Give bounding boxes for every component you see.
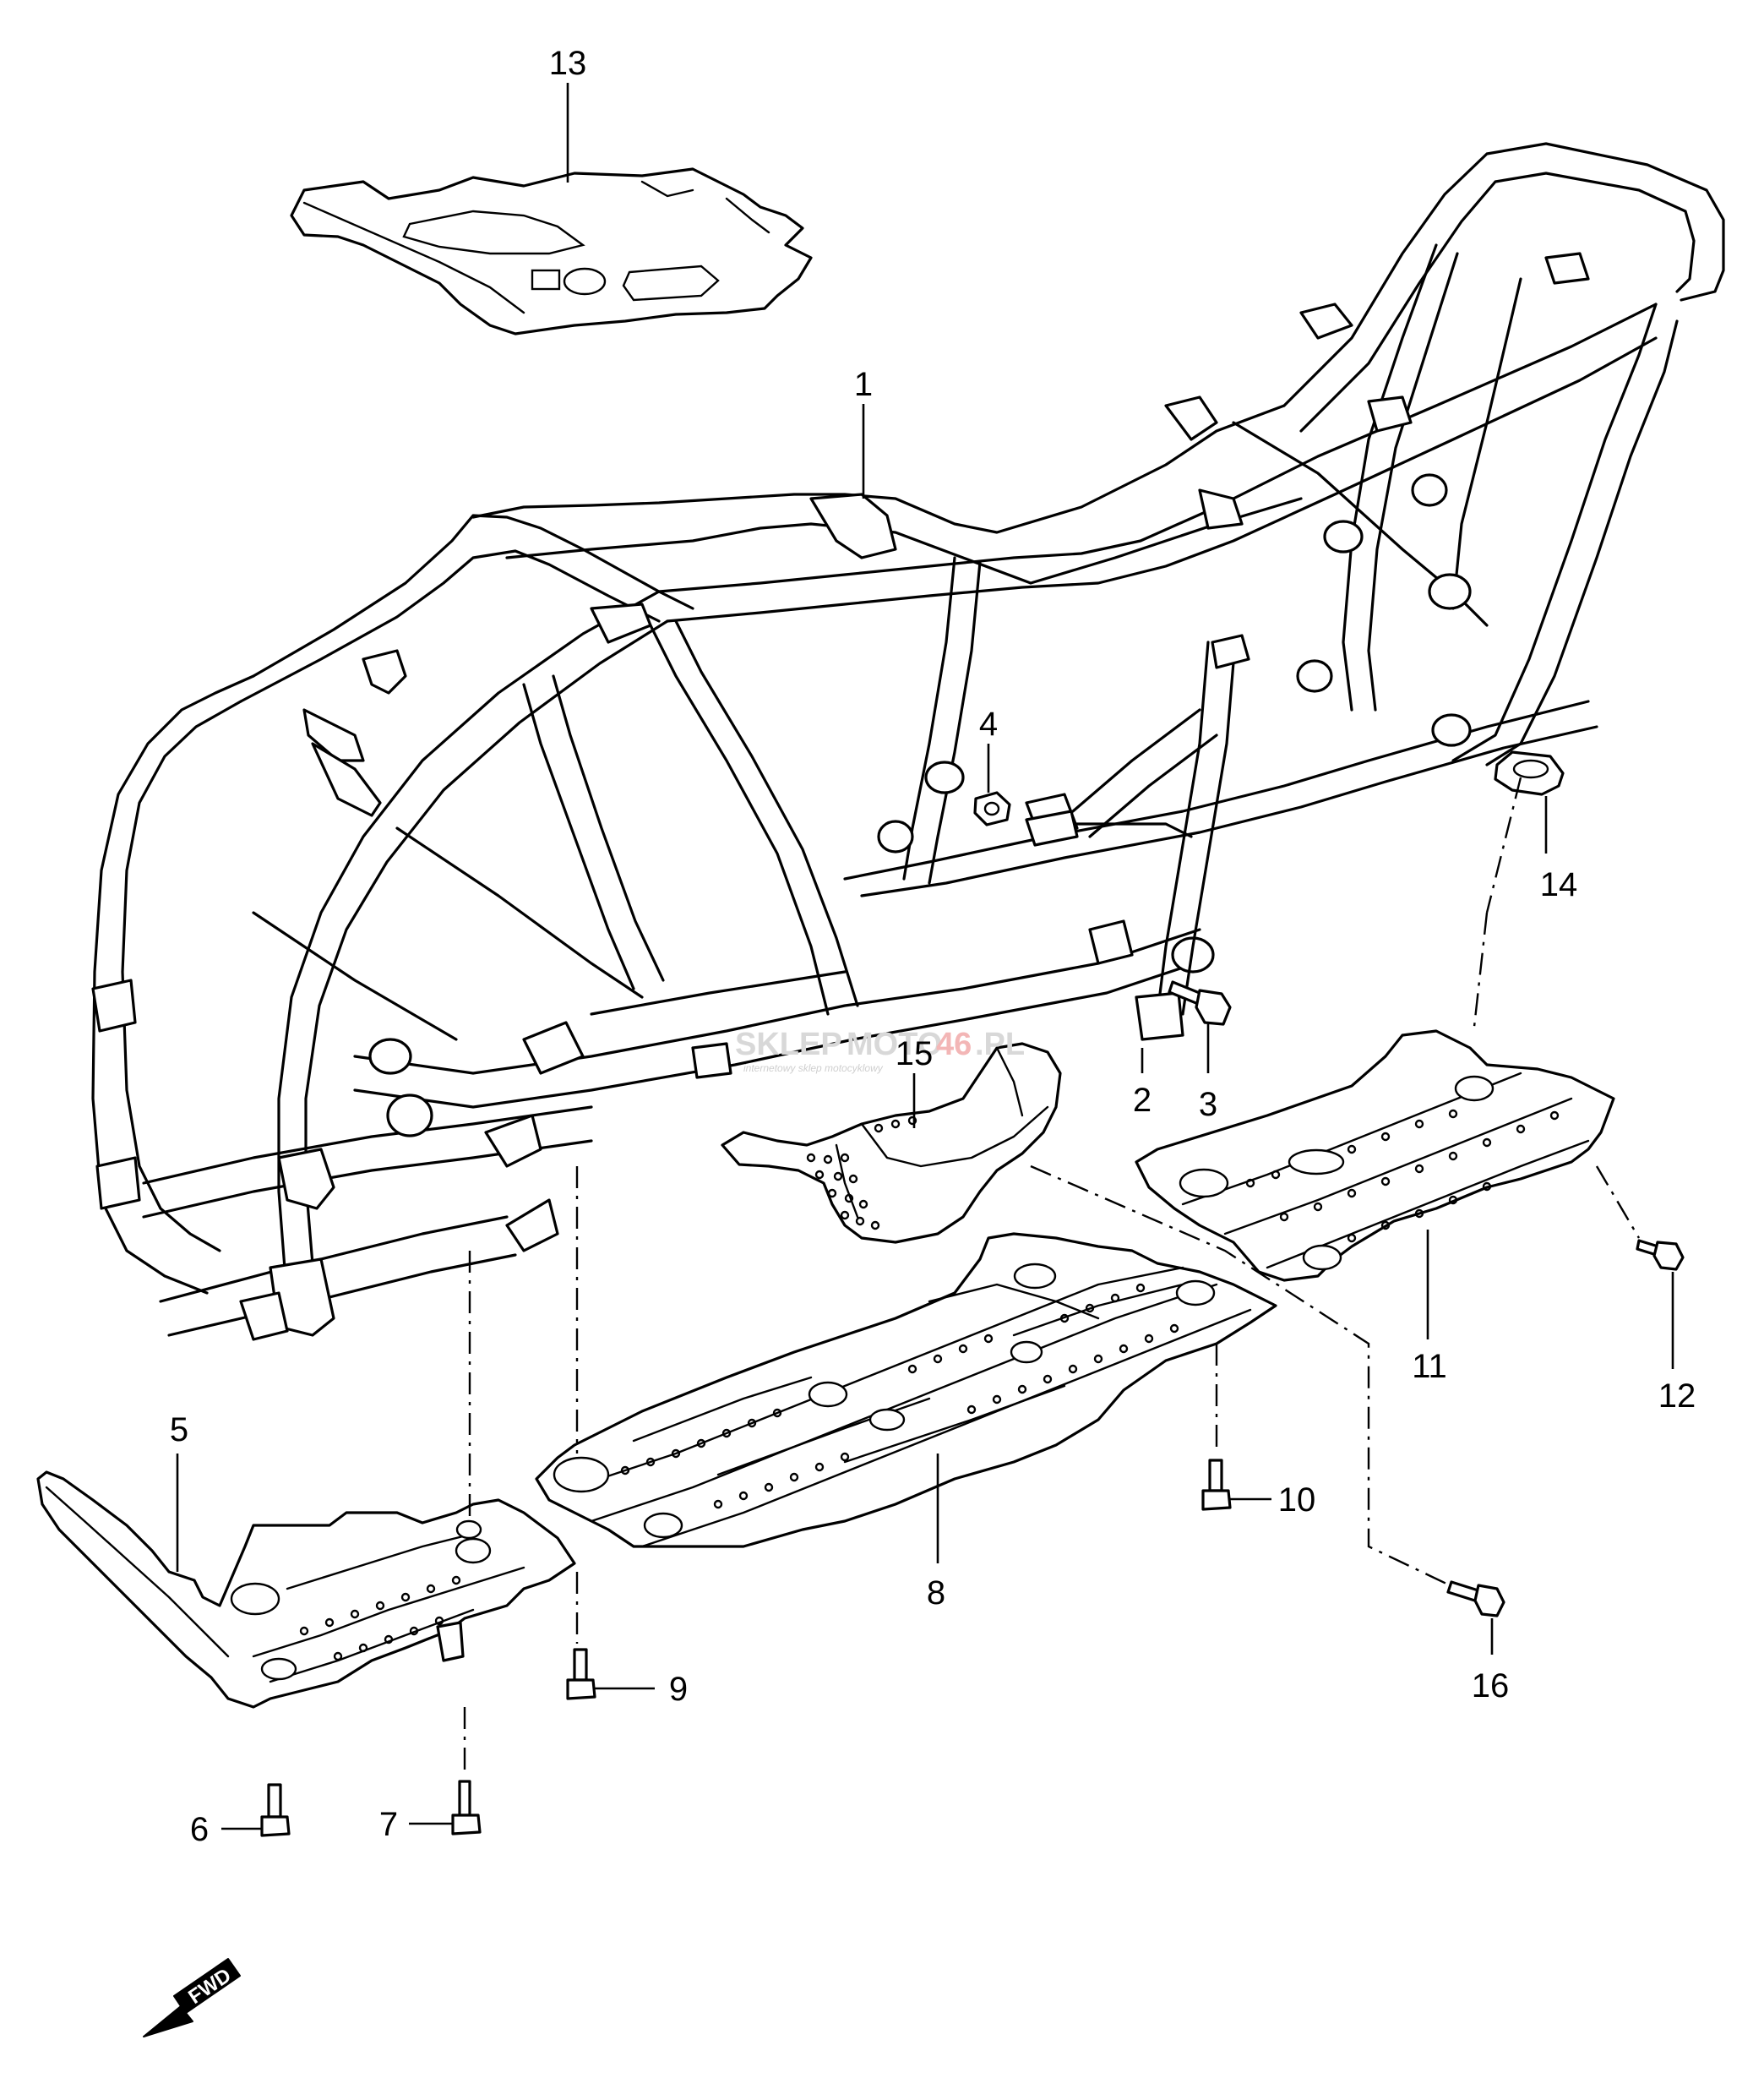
part-1-main-frame [91, 142, 1725, 1341]
part-12-bolt [1636, 1239, 1685, 1271]
callout-5: 5 [170, 1411, 188, 1448]
watermark-subtitle: internetowy sklep motocyklowy [743, 1062, 884, 1074]
watermark-brand-d: .PL [975, 1027, 1025, 1062]
callout-2: 2 [1133, 1082, 1152, 1119]
callout-1: 1 [854, 366, 873, 403]
callout-8: 8 [927, 1574, 945, 1612]
part-7-bolt [451, 1780, 482, 1835]
part-14-bushing [1494, 750, 1565, 796]
part-15-heat-shield [721, 1042, 1062, 1244]
callout-16: 16 [1472, 1667, 1510, 1704]
watermark-brand-b: MOTO [847, 1027, 942, 1062]
callout-6: 6 [190, 1811, 209, 1848]
callout-10: 10 [1278, 1481, 1316, 1519]
callout-11: 11 [1412, 1348, 1447, 1385]
leader-lines [176, 83, 1674, 1830]
part-4-nut [973, 791, 1011, 826]
callout-15: 15 [896, 1035, 934, 1072]
callout-4: 4 [979, 706, 998, 743]
part-13-upper-guard [290, 167, 813, 335]
part-11-rear-skid-plate [1135, 1029, 1615, 1282]
fwd-arrow-icon: FWD [143, 1958, 241, 2037]
watermark: SKLEP MOTO 46 .PL internetowy sklep moto… [735, 1027, 1025, 1074]
part-16-bolt [1446, 1580, 1505, 1617]
part-8-center-skid-plate [535, 1232, 1277, 1548]
part-9-bolt [566, 1648, 596, 1700]
callout-9: 9 [669, 1671, 688, 1708]
part-3-bolt [1168, 980, 1232, 1026]
watermark-brand-a: SKLEP [735, 1027, 842, 1062]
callout-3: 3 [1199, 1086, 1217, 1123]
watermark-brand-c: 46 [936, 1027, 972, 1062]
part-5-front-skid-plate [36, 1470, 576, 1709]
callout-13: 13 [549, 45, 587, 82]
assembly-lines [463, 777, 1641, 1775]
callout-12: 12 [1658, 1377, 1696, 1415]
callout-7: 7 [379, 1806, 398, 1843]
callouts: 13 1 4 14 15 2 3 11 12 5 8 10 9 16 6 7 [170, 45, 1696, 1848]
part-6-bolt [260, 1783, 291, 1837]
callout-14: 14 [1540, 866, 1578, 903]
part-10-bolt [1201, 1459, 1232, 1511]
